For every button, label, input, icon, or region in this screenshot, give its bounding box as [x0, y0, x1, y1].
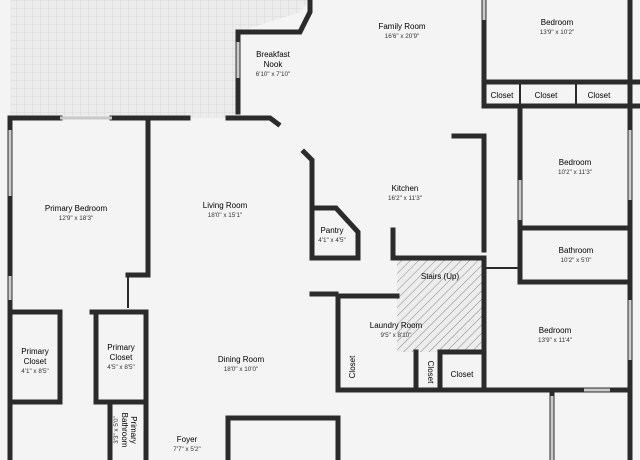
- svg-text:4'1" x 8'5": 4'1" x 8'5": [21, 368, 49, 375]
- svg-text:Bathroom: Bathroom: [120, 413, 129, 448]
- family-room-label: Family Room 16'6" x 20'9": [378, 22, 425, 40]
- svg-text:Nook: Nook: [264, 60, 284, 69]
- pantry-label: Pantry 4'1" x 4'5": [318, 226, 346, 244]
- svg-text:Bedroom: Bedroom: [559, 158, 592, 167]
- living-room-label: Living Room 18'0" x 15'1": [203, 201, 248, 219]
- svg-text:12'9" x 18'3": 12'9" x 18'3": [59, 215, 94, 222]
- svg-text:Closet: Closet: [24, 357, 47, 366]
- svg-text:Primary: Primary: [21, 347, 49, 356]
- svg-text:Kitchen: Kitchen: [392, 184, 419, 193]
- closet-laundry-right-label: Closet: [426, 361, 435, 384]
- kitchen-label: Kitchen 16'2" x 11'3": [388, 184, 422, 202]
- bathroom-label: Bathroom 10'2" x 5'0": [559, 246, 594, 264]
- closet-a-label: Closet: [491, 91, 514, 100]
- closet-c-label: Closet: [588, 91, 611, 100]
- stairs-label: Stairs (Up): [421, 272, 460, 281]
- primary-closet-left-label: Primary Closet 4'1" x 8'5": [21, 347, 49, 375]
- stairs-hatch: [397, 260, 483, 352]
- breakfast-nook-label: Breakfast Nook 6'10" x 7'10": [256, 50, 291, 78]
- dining-room-label: Dining Room 18'0" x 10'0": [218, 355, 265, 373]
- svg-text:Primary Bedroom: Primary Bedroom: [45, 204, 108, 213]
- primary-bedroom-label: Primary Bedroom 12'9" x 18'3": [45, 204, 108, 222]
- closet-b-label: Closet: [535, 91, 558, 100]
- svg-text:13'9" x 10'2": 13'9" x 10'2": [540, 29, 575, 36]
- walls: [7, 0, 640, 460]
- svg-text:4'1" x 4'5": 4'1" x 4'5": [318, 237, 346, 244]
- svg-text:6'10" x 7'10": 6'10" x 7'10": [256, 71, 291, 78]
- svg-text:16'2" x 11'3": 16'2" x 11'3": [388, 195, 422, 202]
- svg-text:Family Room: Family Room: [378, 22, 425, 31]
- svg-text:3'3" x 5'0": 3'3" x 5'0": [113, 416, 120, 444]
- bedroom-mid-label: Bedroom 10'2" x 11'3": [558, 158, 592, 176]
- svg-text:7'7" x 5'2": 7'7" x 5'2": [173, 446, 201, 453]
- closet-laundry-left-label: Closet: [348, 355, 357, 378]
- bedroom-top-label: Bedroom 13'9" x 10'2": [540, 18, 575, 36]
- closet-bottom-label: Closet: [451, 370, 474, 379]
- svg-text:Primary: Primary: [129, 416, 138, 444]
- laundry-room-label: Laundry Room 9'5" x 8'10": [370, 321, 423, 339]
- svg-text:Primary: Primary: [107, 343, 135, 352]
- svg-text:16'6" x 20'9": 16'6" x 20'9": [385, 33, 420, 40]
- svg-text:13'9" x 11'4": 13'9" x 11'4": [538, 337, 572, 344]
- svg-text:9'5" x 8'10": 9'5" x 8'10": [380, 332, 411, 339]
- svg-text:10'2" x 5'0": 10'2" x 5'0": [560, 257, 591, 264]
- svg-text:Laundry Room: Laundry Room: [370, 321, 423, 330]
- room-labels: Family Room 16'6" x 20'9" Bedroom 13'9" …: [21, 18, 611, 453]
- svg-text:Living Room: Living Room: [203, 201, 248, 210]
- primary-closet-right-label: Primary Closet 4'5" x 8'5": [107, 343, 135, 371]
- bedroom-bottom-label: Bedroom 13'9" x 11'4": [538, 326, 572, 344]
- svg-text:Breakfast: Breakfast: [256, 50, 291, 59]
- svg-text:Foyer: Foyer: [177, 435, 198, 444]
- foyer-label: Foyer 7'7" x 5'2": [173, 435, 201, 453]
- svg-text:18'0" x 15'1": 18'0" x 15'1": [208, 212, 243, 219]
- svg-text:10'2" x 11'3": 10'2" x 11'3": [558, 169, 592, 176]
- svg-text:Closet: Closet: [110, 353, 133, 362]
- svg-text:Pantry: Pantry: [320, 226, 343, 235]
- svg-text:Bathroom: Bathroom: [559, 246, 594, 255]
- svg-text:18'0" x 10'0": 18'0" x 10'0": [224, 366, 259, 373]
- svg-text:Dining Room: Dining Room: [218, 355, 265, 364]
- primary-bathroom-label: Primary Bathroom 3'3" x 5'0": [113, 413, 138, 448]
- svg-text:Bedroom: Bedroom: [541, 18, 574, 27]
- svg-text:4'5" x 8'5": 4'5" x 8'5": [107, 364, 135, 371]
- svg-text:Bedroom: Bedroom: [539, 326, 572, 335]
